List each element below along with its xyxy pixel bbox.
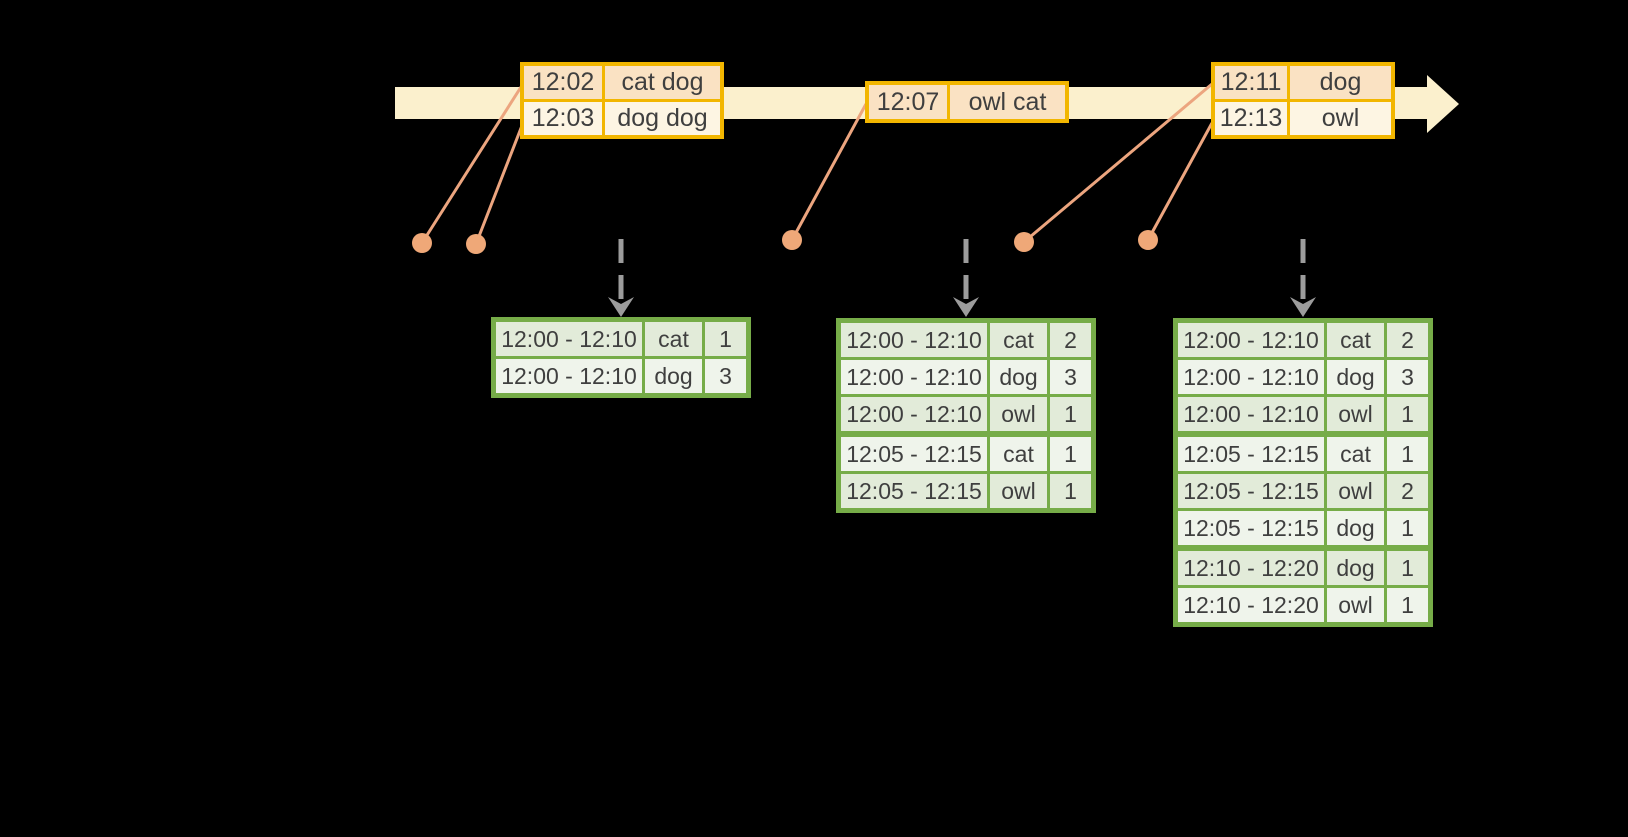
- count-cell: 2: [1050, 323, 1091, 357]
- result-row: 12:05 - 12:15 cat 1: [841, 437, 1091, 471]
- count-cell: 1: [1050, 474, 1091, 508]
- count-cell: 1: [1387, 511, 1428, 545]
- word-cell: owl: [1327, 474, 1384, 508]
- result-row: 12:00 - 12:10 dog 3: [1178, 360, 1428, 394]
- event-table-3: 12:11 dog 12:13 owl: [1211, 62, 1395, 139]
- dashed-arrowheads: [608, 297, 1316, 317]
- count-cell: 3: [1387, 360, 1428, 394]
- connector-line: [420, 86, 523, 244]
- window-cell: 12:00 - 12:10: [841, 360, 987, 394]
- connector-line: [790, 103, 868, 241]
- event-time: 12:03: [524, 102, 602, 135]
- word-cell: cat: [990, 437, 1047, 471]
- event-dot: [466, 234, 486, 254]
- window-cell: 12:10 - 12:20: [1178, 588, 1324, 622]
- event-row: 12:03 dog dog: [524, 102, 720, 135]
- event-row: 12:07 owl cat: [869, 85, 1065, 119]
- event-time: 12:13: [1215, 102, 1287, 135]
- window-cell: 12:00 - 12:10: [496, 359, 642, 393]
- event-table-1: 12:02 cat dog 12:03 dog dog: [520, 62, 724, 139]
- event-words: owl: [1290, 102, 1391, 135]
- event-words: dog dog: [605, 102, 720, 135]
- window-cell: 12:05 - 12:15: [1178, 474, 1324, 508]
- connector-line: [1146, 122, 1214, 241]
- window-cell: 12:00 - 12:10: [841, 323, 987, 357]
- arrowhead-icon: [953, 297, 979, 317]
- word-cell: cat: [990, 323, 1047, 357]
- event-time: 12:02: [524, 66, 602, 99]
- count-cell: 1: [1387, 397, 1428, 431]
- result-row: 12:00 - 12:10 cat 1: [496, 322, 746, 356]
- word-cell: owl: [1327, 588, 1384, 622]
- result-row: 12:00 - 12:10 owl 1: [1178, 397, 1428, 431]
- window-cell: 12:05 - 12:15: [1178, 437, 1324, 471]
- connector-line: [1023, 82, 1213, 244]
- window-cell: 12:00 - 12:10: [1178, 323, 1324, 357]
- arrowhead-icon: [1290, 297, 1316, 317]
- event-row: 12:13 owl: [1215, 102, 1391, 135]
- event-dots: [412, 230, 1158, 254]
- count-cell: 3: [705, 359, 746, 393]
- word-cell: dog: [1327, 360, 1384, 394]
- result-row: 12:00 - 12:10 owl 1: [841, 397, 1091, 431]
- result-row: 12:05 - 12:15 owl 1: [841, 474, 1091, 508]
- word-cell: dog: [645, 359, 702, 393]
- result-row: 12:05 - 12:15 owl 2: [1178, 474, 1428, 508]
- window-cell: 12:05 - 12:15: [841, 474, 987, 508]
- count-cell: 2: [1387, 474, 1428, 508]
- count-cell: 1: [1050, 397, 1091, 431]
- result-table-1: 12:00 - 12:10 cat 1 12:00 - 12:10 dog 3: [491, 317, 751, 398]
- result-row: 12:05 - 12:15 dog 1: [1178, 511, 1428, 545]
- event-time: 12:07: [869, 85, 947, 119]
- word-cell: cat: [1327, 323, 1384, 357]
- count-cell: 1: [1387, 588, 1428, 622]
- connector-lines: [420, 82, 1214, 245]
- word-cell: cat: [1327, 437, 1384, 471]
- word-cell: dog: [1327, 551, 1384, 585]
- word-cell: owl: [990, 397, 1047, 431]
- count-cell: 1: [1387, 437, 1428, 471]
- window-cell: 12:00 - 12:10: [841, 397, 987, 431]
- word-cell: owl: [990, 474, 1047, 508]
- event-words: cat dog: [605, 66, 720, 99]
- timeline-arrowhead-icon: [1427, 75, 1459, 133]
- word-cell: dog: [990, 360, 1047, 394]
- event-words: owl cat: [950, 85, 1065, 119]
- event-dot: [782, 230, 802, 250]
- count-cell: 2: [1387, 323, 1428, 357]
- event-table-2: 12:07 owl cat: [865, 81, 1069, 123]
- event-words: dog: [1290, 66, 1391, 99]
- count-cell: 1: [705, 322, 746, 356]
- result-table-2: 12:00 - 12:10 cat 2 12:00 - 12:10 dog 3 …: [836, 318, 1096, 513]
- arrowhead-icon: [608, 297, 634, 317]
- window-cell: 12:00 - 12:10: [1178, 360, 1324, 394]
- result-row: 12:00 - 12:10 cat 2: [841, 323, 1091, 357]
- window-cell: 12:10 - 12:20: [1178, 551, 1324, 585]
- window-cell: 12:00 - 12:10: [1178, 397, 1324, 431]
- connector-line: [474, 122, 525, 245]
- count-cell: 3: [1050, 360, 1091, 394]
- event-time: 12:11: [1215, 66, 1287, 99]
- word-cell: cat: [645, 322, 702, 356]
- word-cell: owl: [1327, 397, 1384, 431]
- result-row: 12:10 - 12:20 owl 1: [1178, 588, 1428, 622]
- event-dot: [1014, 232, 1034, 252]
- count-cell: 1: [1050, 437, 1091, 471]
- result-row: 12:10 - 12:20 dog 1: [1178, 551, 1428, 585]
- window-cell: 12:05 - 12:15: [841, 437, 987, 471]
- window-cell: 12:00 - 12:10: [496, 322, 642, 356]
- dashed-arrows: [618, 239, 1306, 301]
- word-cell: dog: [1327, 511, 1384, 545]
- count-cell: 1: [1387, 551, 1428, 585]
- result-row: 12:00 - 12:10 cat 2: [1178, 323, 1428, 357]
- window-cell: 12:05 - 12:15: [1178, 511, 1324, 545]
- event-row: 12:11 dog: [1215, 66, 1391, 99]
- result-row: 12:00 - 12:10 dog 3: [841, 360, 1091, 394]
- event-dot: [1138, 230, 1158, 250]
- event-dot: [412, 233, 432, 253]
- result-row: 12:05 - 12:15 cat 1: [1178, 437, 1428, 471]
- result-table-3: 12:00 - 12:10 cat 2 12:00 - 12:10 dog 3 …: [1173, 318, 1433, 627]
- event-row: 12:02 cat dog: [524, 66, 720, 99]
- result-row: 12:00 - 12:10 dog 3: [496, 359, 746, 393]
